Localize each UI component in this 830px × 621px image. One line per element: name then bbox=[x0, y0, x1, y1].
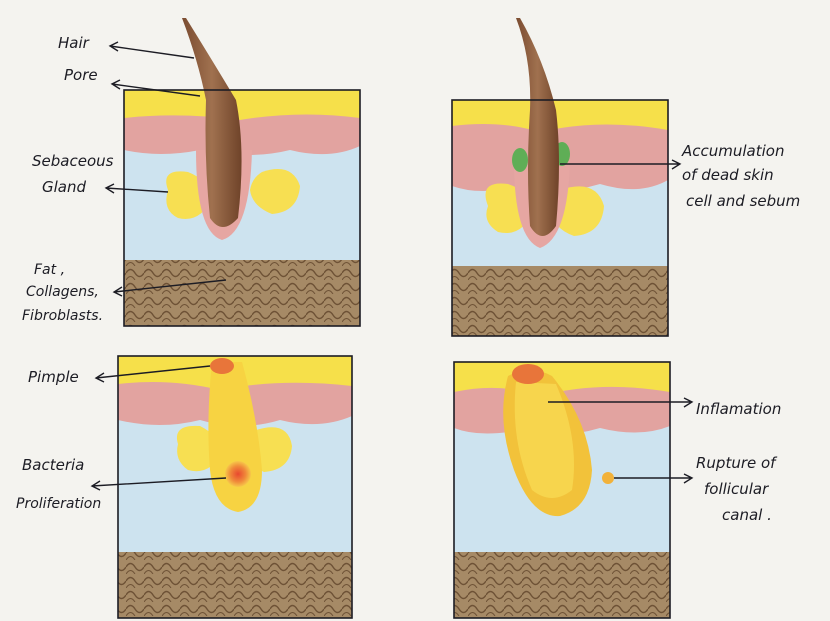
fat-layer bbox=[124, 260, 360, 326]
annotation-hair: Hair bbox=[58, 34, 194, 58]
label-accum-2: of dead skin bbox=[682, 166, 774, 184]
label-fat-2: Collagens, bbox=[26, 284, 99, 300]
pink-dermis-band bbox=[124, 114, 360, 155]
pimple-head bbox=[210, 358, 234, 374]
dead-skin-sebum-accumulation bbox=[512, 148, 528, 172]
label-pimple: Pimple bbox=[28, 368, 79, 386]
label-sebaceous-2: Gland bbox=[42, 178, 86, 196]
label-fat-3: Fibroblasts. bbox=[22, 308, 103, 324]
label-sebaceous-1: Sebaceous bbox=[32, 152, 114, 170]
label-accum-3: cell and sebum bbox=[686, 192, 800, 210]
label-bacteria-2: Proliferation bbox=[16, 496, 101, 512]
panel-pimple bbox=[118, 356, 352, 618]
inflamed-head bbox=[512, 364, 544, 384]
label-hair: Hair bbox=[58, 34, 90, 52]
label-fat-1: Fat , bbox=[34, 262, 65, 278]
label-inflamation: Inflamation bbox=[696, 400, 781, 418]
arrow-hair bbox=[110, 42, 194, 58]
label-rupture-1: Rupture of bbox=[696, 454, 778, 472]
rupture-point bbox=[602, 472, 614, 484]
panel-clogged-pore bbox=[452, 18, 668, 336]
bacteria-colony bbox=[225, 461, 251, 487]
label-pore: Pore bbox=[64, 66, 98, 84]
label-bacteria-1: Bacteria bbox=[22, 456, 84, 474]
panel-normal-follicle bbox=[124, 18, 360, 326]
label-accum-1: Accumulation bbox=[681, 142, 784, 160]
panel-ruptured-follicle bbox=[454, 362, 670, 618]
label-rupture-3: canal . bbox=[722, 506, 772, 524]
label-rupture-2: follicular bbox=[704, 480, 769, 498]
